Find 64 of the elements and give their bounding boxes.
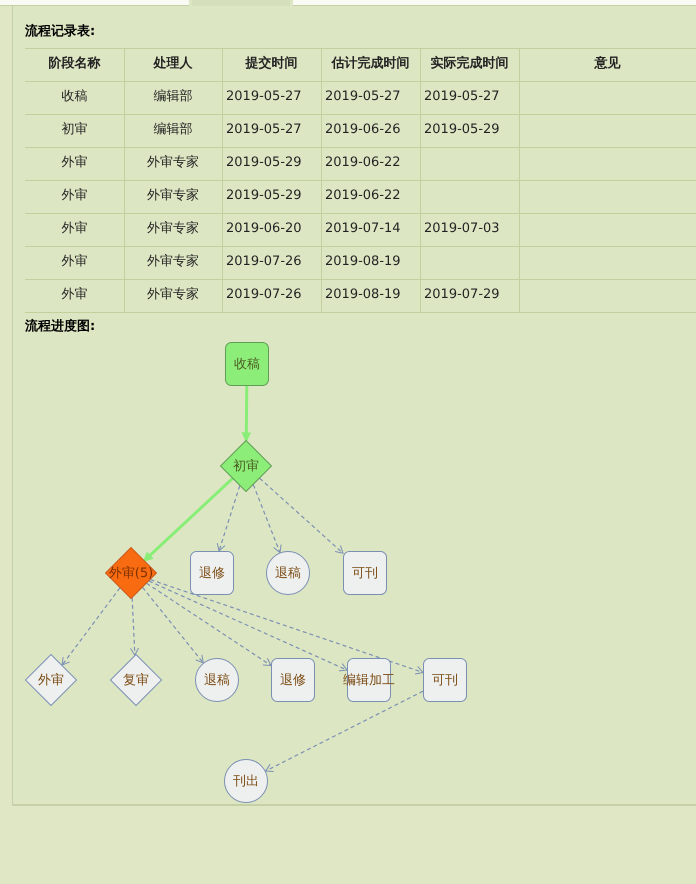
table-entry: 外审专家 — [146, 287, 200, 303]
date-text: 2019-08-19 — [325, 287, 401, 303]
process-box: 退修 — [271, 658, 315, 702]
arrow — [148, 580, 348, 672]
arrow — [150, 579, 424, 675]
date-text: 2019-05-29 — [226, 155, 302, 171]
process-box: 可刊 — [423, 658, 467, 702]
column-header: 实际完成时间 — [430, 56, 510, 72]
date-text: 2019-08-19 — [325, 254, 401, 270]
date-text: 2019-07-29 — [424, 287, 500, 303]
date-text: 2019-05-27 — [226, 122, 302, 138]
arrow — [241, 386, 252, 442]
table-entry: 外审 — [60, 155, 88, 171]
date-text: 2019-06-20 — [226, 221, 302, 237]
arrow — [265, 690, 424, 772]
arrow — [130, 598, 139, 656]
column-header: 处理人 — [152, 56, 194, 72]
date-text: 2019-07-03 — [424, 221, 500, 237]
table-entry: 外审专家 — [146, 221, 200, 237]
date-text: 2019-05-27 — [325, 89, 401, 105]
decision-diamond: 初审 — [220, 440, 272, 492]
column-header: 阶段名称 — [48, 56, 102, 72]
section-title: 流程进度图: — [25, 318, 96, 335]
table-entry: 初审 — [60, 122, 88, 138]
date-text: 2019-05-27 — [226, 89, 302, 105]
date-text: 2019-07-26 — [226, 254, 302, 270]
date-text: 2019-07-26 — [226, 287, 302, 303]
date-text: 2019-07-14 — [325, 221, 401, 237]
table-entry: 外审 — [60, 221, 88, 237]
table-entry: 外审 — [60, 188, 88, 204]
arrow — [259, 478, 344, 554]
column-header: 意见 — [593, 56, 622, 72]
date-text: 2019-05-29 — [424, 122, 500, 138]
date-text: 2019-06-22 — [325, 155, 401, 171]
table-entry: 外审 — [60, 287, 88, 303]
table-entry: 外审专家 — [146, 155, 200, 171]
process-box: 可刊 — [343, 551, 387, 595]
end-circle: 退稿 — [195, 658, 239, 702]
process-box: 收稿 — [225, 342, 269, 386]
arrow — [143, 477, 234, 562]
table-entry: 编辑部 — [152, 122, 194, 138]
arrow — [216, 486, 240, 552]
date-text: 2019-05-29 — [226, 188, 302, 204]
column-header: 估计完成时间 — [330, 56, 410, 72]
date-text: 2019-06-22 — [325, 188, 401, 204]
table-entry: 编辑部 — [152, 89, 194, 105]
end-circle: 刊出 — [224, 759, 268, 803]
decision-diamond: 复审 — [110, 654, 162, 706]
end-circle: 退稿 — [266, 551, 310, 595]
table-entry: 收稿 — [60, 89, 88, 105]
arrow — [252, 484, 282, 554]
date-text: 2019-05-27 — [424, 89, 500, 105]
date-text: 2019-06-26 — [325, 122, 401, 138]
arrow — [62, 588, 120, 666]
arrow — [146, 582, 272, 666]
table-entry: 外审专家 — [146, 188, 200, 204]
arrow — [142, 587, 204, 664]
decision-diamond: 外审(5) — [105, 547, 157, 599]
section-title: 流程记录表: — [25, 22, 96, 40]
column-header: 提交时间 — [244, 56, 298, 72]
table-entry: 外审专家 — [146, 254, 200, 270]
process-box: 退修 — [190, 551, 234, 595]
decision-diamond: 外审 — [25, 654, 77, 706]
table-entry: 外审 — [60, 254, 88, 270]
